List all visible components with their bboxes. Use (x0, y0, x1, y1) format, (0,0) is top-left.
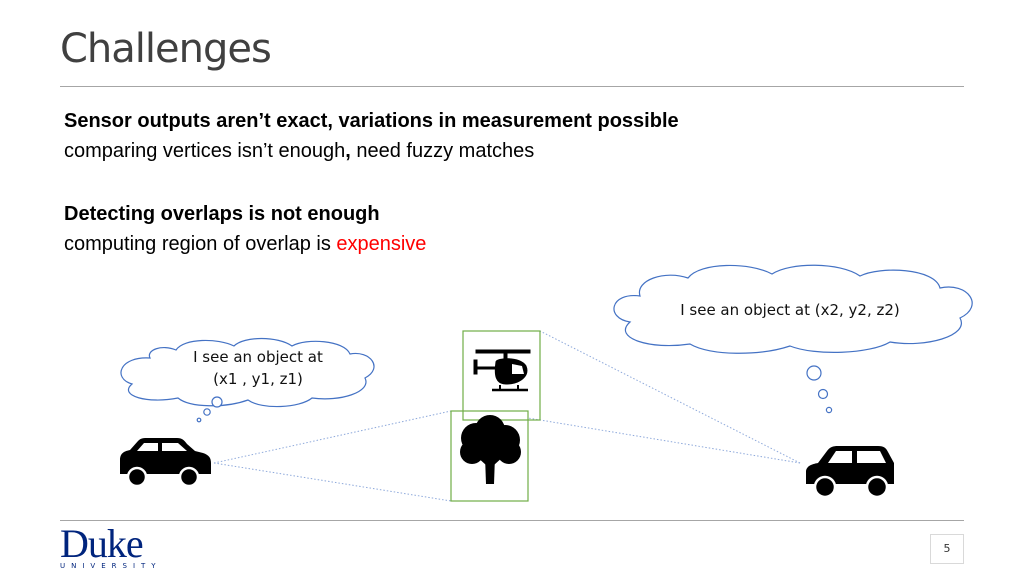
duke-logo-subtitle: UNIVERSITY (60, 562, 162, 570)
left-thought-cloud (120, 337, 375, 423)
left-thought-dot-large (211, 396, 223, 408)
left-cloud-shape (120, 337, 375, 408)
left-car-window-front (137, 443, 158, 451)
sensor-detail-comma: , (345, 140, 351, 162)
right-car-wheel-front (813, 475, 837, 499)
title-divider (60, 86, 964, 87)
tree-trunk (485, 456, 495, 484)
expensive-highlight: expensive (336, 233, 427, 255)
right-thought-dot-large (806, 365, 822, 381)
text-block-sensor: Sensor outputs aren’t exact, variations … (64, 106, 679, 166)
right-car-wheel-rear (865, 475, 889, 499)
right-car-icon (806, 446, 894, 499)
overlap-detail-part1: computing region of overlap is (64, 233, 337, 255)
left-car-wheel-rear (178, 466, 200, 488)
tree-branch-left (476, 454, 488, 465)
right-car-window-front (828, 451, 852, 463)
duke-logo-wordmark: Duke (60, 521, 144, 566)
left-thought-line1: I see an object at (193, 348, 323, 366)
tree-bounding-box (450, 410, 529, 502)
helicopter-bounding-box (462, 330, 541, 421)
left-sight-line-top (213, 410, 452, 464)
left-car-window-rear (162, 443, 187, 451)
left-thought-line2: (x1 , y1, z1) (213, 370, 303, 388)
left-car-icon (120, 438, 211, 488)
left-sight-line-bottom (213, 462, 452, 502)
helicopter-rotor (475, 349, 531, 354)
text-block-overlap: Detecting overlaps is not enough computi… (64, 199, 426, 259)
helicopter-icon (473, 349, 531, 392)
footer-divider (60, 520, 964, 521)
helicopter-body (494, 358, 528, 385)
sensor-detail-part2: need fuzzy matches (350, 140, 535, 162)
sensor-heading: Sensor outputs aren’t exact, variations … (64, 110, 679, 132)
sensor-detail: comparing vertices isn’t enough, need fu… (64, 136, 679, 166)
right-thought-text: I see an object at (x2, y2, z2) (680, 301, 900, 319)
sensor-detail-part1: comparing vertices isn’t enough (64, 140, 346, 162)
right-thought-cloud (613, 264, 973, 414)
right-sight-line-top (539, 330, 801, 464)
left-car-wheel-front (126, 466, 148, 488)
helicopter-window (512, 364, 524, 374)
left-thought-text: I see an object at (x1 , y1, z1) (140, 346, 376, 390)
left-thought-dot-medium (203, 408, 211, 416)
helicopter-tail-fin (473, 359, 478, 375)
slide-title: Challenges (60, 26, 272, 72)
tree-canopy-center (476, 434, 504, 462)
right-sight-line-bottom (527, 417, 801, 464)
duke-logo: Duke UNIVERSITY (60, 521, 162, 571)
tree-branch-right (492, 454, 504, 465)
right-cloud-shape (613, 264, 973, 354)
right-thought-dot-medium (817, 388, 829, 400)
overlap-heading: Detecting overlaps is not enough (64, 203, 380, 225)
right-car-window-rear (857, 451, 886, 463)
sight-lines (213, 330, 801, 502)
right-thought-dot-small (825, 406, 833, 414)
page-number: 5 (930, 534, 964, 564)
overlap-detail: computing region of overlap is expensive (64, 229, 426, 259)
tree-icon (460, 415, 521, 484)
left-thought-dot-small (196, 417, 202, 423)
